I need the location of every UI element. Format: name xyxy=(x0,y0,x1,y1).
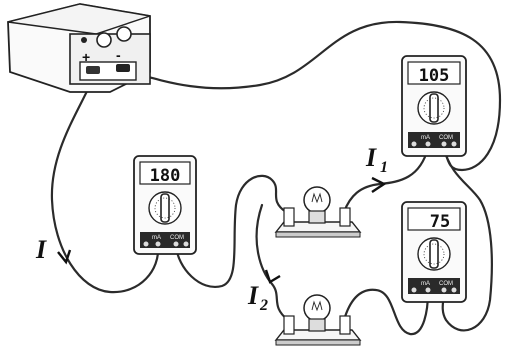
meter-branch2-com-label: COM xyxy=(439,281,453,287)
wire-junction-to-bulb2 xyxy=(255,203,290,322)
label-current-branch2: I xyxy=(247,281,259,310)
knob-icon[interactable] xyxy=(96,32,112,48)
power-supply: + - xyxy=(7,3,151,93)
meter-main: 180 mA COM xyxy=(133,155,197,255)
label-current-branch1: I xyxy=(365,143,377,172)
meter-branch1: 105 mA COM xyxy=(401,55,467,157)
knob-icon[interactable] xyxy=(116,26,132,42)
meter-branch1-ma-label: mA xyxy=(421,135,430,141)
lightbulb-icon xyxy=(303,186,331,214)
ma-jack-icon[interactable] xyxy=(425,287,431,293)
wire-bulb2-to-branch2-meter xyxy=(342,288,430,336)
meter-main-reading: 180 xyxy=(150,166,181,186)
label-current-total: I xyxy=(35,235,47,264)
wire-plus-to-main-meter xyxy=(50,70,160,294)
wire-branch1-to-branch2-return xyxy=(441,146,493,332)
com-jack-icon[interactable] xyxy=(173,241,179,247)
meter-main-com-label: COM xyxy=(170,235,184,241)
bulb-2 xyxy=(274,294,362,346)
arrow-total-icon xyxy=(57,249,72,265)
wire-bulb1-to-branch1-meter xyxy=(342,146,430,214)
meter-branch1-reading: 105 xyxy=(419,66,450,86)
minus-plug-icon xyxy=(116,64,130,72)
label-current-branch1-sub: 1 xyxy=(380,159,388,176)
arrow-branch2-icon xyxy=(264,269,281,284)
meter-branch2: 75 mA COM xyxy=(401,201,467,303)
arrow-branch1-icon xyxy=(371,176,387,193)
wire-minus-to-branch1-meter xyxy=(122,20,502,172)
com-jack-icon[interactable] xyxy=(441,141,447,147)
com-jack-icon[interactable] xyxy=(441,287,447,293)
ma-jack-icon[interactable] xyxy=(425,141,431,147)
minus-terminal-label: - xyxy=(116,47,121,63)
label-current-branch2-sub: 2 xyxy=(259,297,268,314)
bulb-1 xyxy=(274,186,362,238)
wire-main-meter-to-junction xyxy=(174,174,288,289)
meter-branch2-reading: 75 xyxy=(430,212,450,232)
meter-branch2-ma-label: mA xyxy=(421,281,430,287)
plus-terminal-label: + xyxy=(82,49,90,65)
plus-plug-icon xyxy=(86,66,100,74)
lightbulb-icon xyxy=(303,294,331,322)
meter-main-ma-label: mA xyxy=(152,235,161,241)
meter-branch1-com-label: COM xyxy=(439,135,453,141)
ma-jack-icon[interactable] xyxy=(155,241,161,247)
